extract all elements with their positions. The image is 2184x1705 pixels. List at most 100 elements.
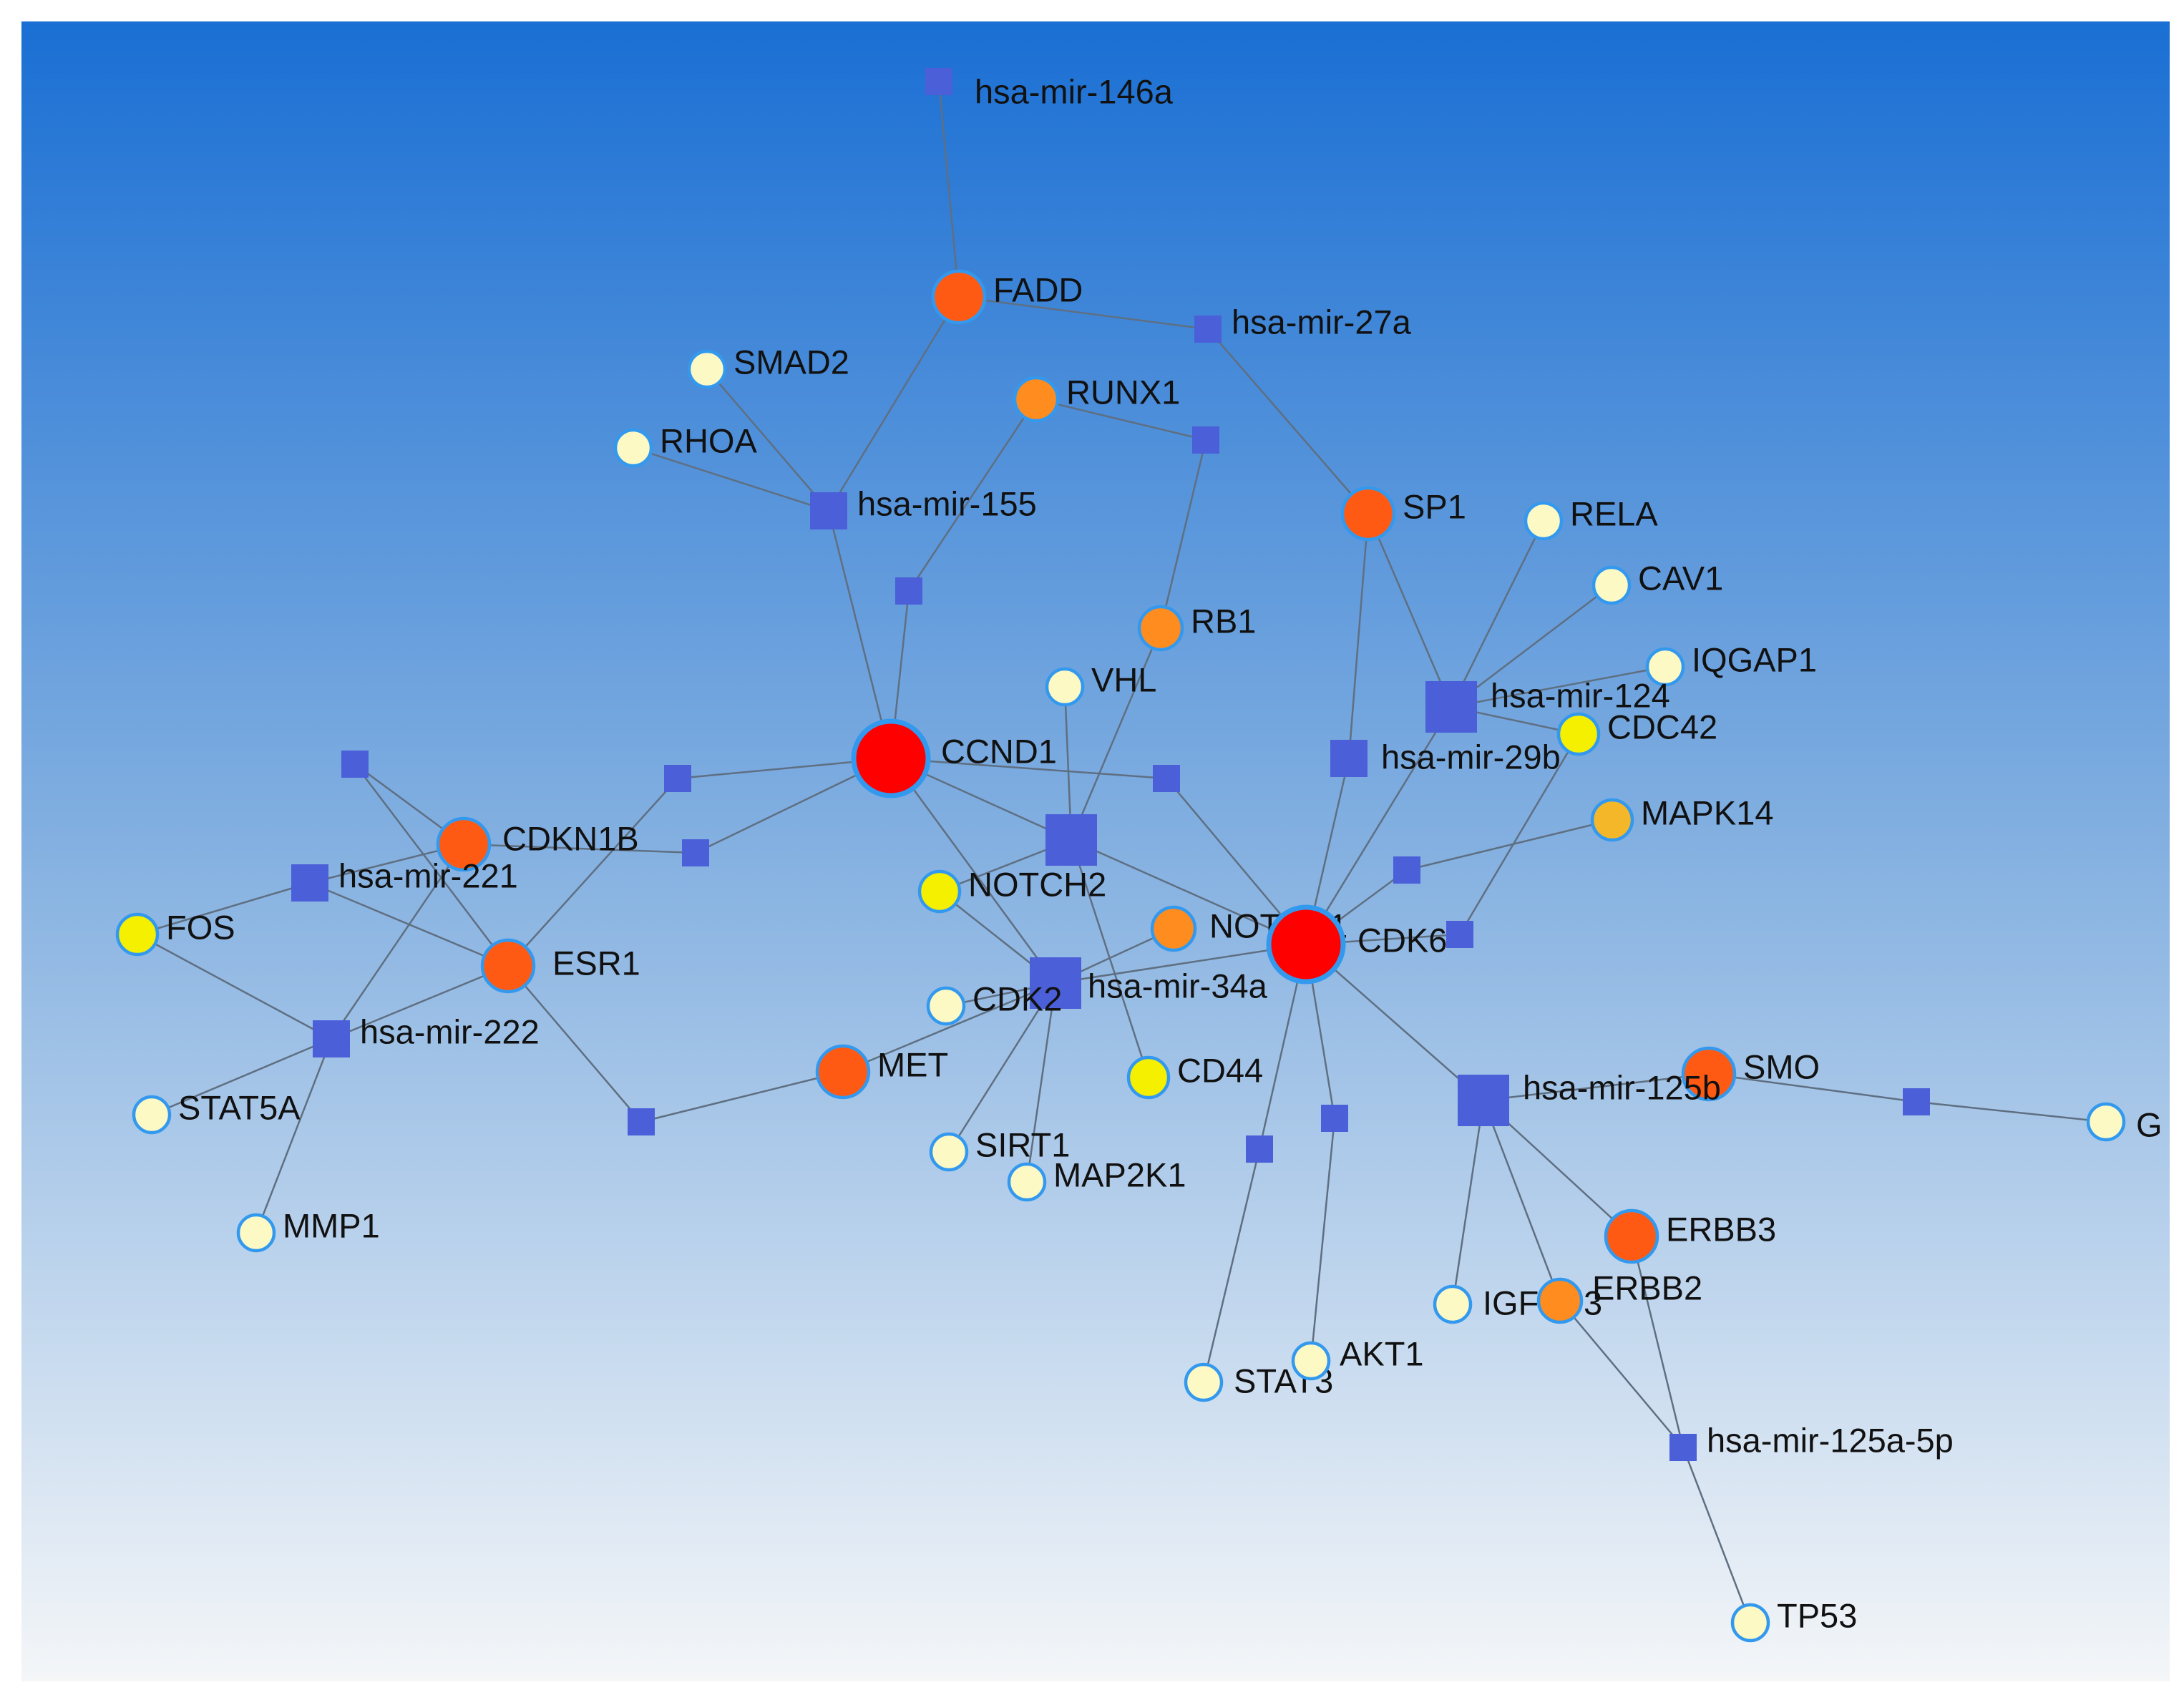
- node-mapk14[interactable]: MAPK14: [1590, 793, 1773, 842]
- mirna-node-marker[interactable]: [313, 1020, 350, 1057]
- node-m-ccnd1-esr1[interactable]: [664, 765, 691, 792]
- node-fadd[interactable]: FADD: [931, 269, 1083, 325]
- node-g[interactable]: G: [2086, 1102, 2163, 1143]
- node-iqgap1[interactable]: IQGAP1: [1645, 640, 1817, 687]
- gene-node-marker[interactable]: [1556, 712, 1601, 756]
- node-smad2[interactable]: SMAD2: [687, 343, 849, 389]
- node-sirt1[interactable]: SIRT1: [929, 1125, 1070, 1172]
- node-sp1[interactable]: SP1: [1340, 486, 1466, 542]
- node-rb1[interactable]: RB1: [1137, 602, 1256, 652]
- node-m-ccnd1-runx1[interactable]: [895, 577, 922, 605]
- node-m-smo-g[interactable]: [1903, 1088, 1930, 1115]
- node-runx1[interactable]: RUNX1: [1013, 373, 1180, 423]
- node-hsa-mir-124[interactable]: hsa-mir-124: [1425, 676, 1670, 733]
- gene-node-marker[interactable]: [1730, 1603, 1770, 1643]
- node-hsa-mir-222[interactable]: hsa-mir-222: [313, 1012, 540, 1057]
- node-m-runx1-rb1[interactable]: [1192, 426, 1219, 454]
- node-met[interactable]: MET: [815, 1044, 948, 1100]
- node-hsa-mir-27a[interactable]: hsa-mir-27a: [1194, 303, 1412, 343]
- gene-node-marker[interactable]: [613, 428, 653, 468]
- mirna-node-marker[interactable]: [1903, 1088, 1930, 1115]
- mirna-node-marker[interactable]: [1045, 814, 1097, 866]
- mirna-node-marker[interactable]: [1153, 765, 1180, 792]
- mirna-node-marker[interactable]: [1393, 856, 1420, 884]
- gene-node-marker[interactable]: [1645, 647, 1685, 687]
- gene-node-marker[interactable]: [2086, 1102, 2126, 1142]
- gene-node-marker[interactable]: [1007, 1162, 1047, 1202]
- node-mmp1[interactable]: MMP1: [236, 1206, 380, 1253]
- node-m-cdkn1b-left[interactable]: [341, 751, 369, 778]
- gene-node-marker[interactable]: [1604, 1208, 1659, 1264]
- node-m-cdk6-stat3[interactable]: [1246, 1135, 1273, 1163]
- node-cav1[interactable]: CAV1: [1591, 559, 1723, 605]
- node-cd44[interactable]: CD44: [1126, 1051, 1263, 1100]
- mirna-node-marker[interactable]: [810, 492, 847, 529]
- gene-node-marker[interactable]: [1137, 605, 1184, 652]
- mirna-node-marker[interactable]: [1030, 957, 1081, 1009]
- gene-node-marker[interactable]: [1536, 1277, 1584, 1324]
- node-fos[interactable]: FOS: [115, 908, 235, 957]
- gene-node-marker[interactable]: [480, 938, 536, 994]
- gene-node-marker[interactable]: [1591, 565, 1632, 605]
- gene-node-marker[interactable]: [1150, 905, 1197, 952]
- gene-node-marker[interactable]: [815, 1044, 871, 1100]
- node-hsa-mir-125b[interactable]: hsa-mir-125b: [1458, 1068, 1721, 1126]
- mirna-node-marker[interactable]: [1192, 426, 1219, 454]
- gene-node-marker[interactable]: [926, 986, 966, 1026]
- node-stat5a[interactable]: STAT5A: [132, 1088, 301, 1135]
- gene-node-marker[interactable]: [132, 1095, 172, 1135]
- node-ccnd1[interactable]: CCND1: [851, 718, 1057, 798]
- gene-node-marker[interactable]: [115, 912, 160, 957]
- gene-node-marker[interactable]: [1524, 501, 1564, 541]
- node-tp53[interactable]: TP53: [1730, 1596, 1857, 1643]
- gene-node-marker[interactable]: [1433, 1284, 1473, 1324]
- node-hsa-mir-34a[interactable]: hsa-mir-34a: [1030, 957, 1268, 1009]
- node-rhoa[interactable]: RHOA: [613, 421, 757, 468]
- mirna-node-marker[interactable]: [341, 751, 369, 778]
- mirna-node-marker[interactable]: [895, 577, 922, 605]
- node-m-cdk6-akt1[interactable]: [1321, 1105, 1348, 1132]
- gene-node-marker[interactable]: [1590, 798, 1634, 842]
- node-hsa-mir-125a-5p[interactable]: hsa-mir-125a-5p: [1669, 1421, 1954, 1461]
- mirna-node-marker[interactable]: [1246, 1135, 1273, 1163]
- node-cdk6[interactable]: CDK6: [1266, 904, 1447, 985]
- node-vhl[interactable]: VHL: [1045, 660, 1156, 707]
- node-rela[interactable]: RELA: [1524, 494, 1658, 541]
- mirna-node-marker[interactable]: [1321, 1105, 1348, 1132]
- gene-node-marker[interactable]: [1681, 1046, 1737, 1102]
- node-map2k1[interactable]: MAP2K1: [1007, 1156, 1186, 1202]
- node-hsa-mir-146a[interactable]: hsa-mir-146a: [925, 68, 1174, 110]
- node-m-cdk6-cdc42[interactable]: [1446, 921, 1473, 948]
- node-esr1[interactable]: ESR1: [480, 938, 640, 994]
- gene-node-marker[interactable]: [931, 269, 987, 325]
- node-cdkn1b[interactable]: CDKN1B: [436, 816, 639, 872]
- node-m-esr1-met[interactable]: [628, 1108, 655, 1135]
- mirna-node-marker[interactable]: [291, 864, 328, 902]
- node-erbb2[interactable]: ERBB2: [1536, 1269, 1702, 1324]
- node-hsa-mir-34a-hub[interactable]: [1045, 814, 1097, 866]
- gene-node-marker[interactable]: [1013, 376, 1060, 423]
- mirna-node-marker[interactable]: [1425, 681, 1477, 733]
- mirna-node-marker[interactable]: [682, 839, 709, 866]
- mirna-node-marker[interactable]: [1194, 316, 1222, 343]
- node-hsa-mir-155[interactable]: hsa-mir-155: [810, 484, 1037, 529]
- gene-node-marker[interactable]: [1340, 486, 1396, 542]
- mirna-node-marker[interactable]: [628, 1108, 655, 1135]
- node-m-ccnd1-cdk6[interactable]: [1153, 765, 1180, 792]
- mirna-node-marker[interactable]: [1330, 740, 1368, 777]
- gene-node-marker[interactable]: [436, 816, 492, 872]
- gene-node-marker[interactable]: [1266, 904, 1346, 985]
- gene-node-marker[interactable]: [917, 869, 962, 914]
- mirna-node-marker[interactable]: [1669, 1434, 1697, 1461]
- mirna-node-marker[interactable]: [1446, 921, 1473, 948]
- node-smo[interactable]: SMO: [1681, 1046, 1820, 1102]
- node-erbb3[interactable]: ERBB3: [1604, 1208, 1776, 1264]
- gene-node-marker[interactable]: [1291, 1341, 1331, 1381]
- mirna-node-marker[interactable]: [1458, 1075, 1509, 1126]
- gene-node-marker[interactable]: [1045, 667, 1085, 707]
- node-m-ccnd1-cdkn1b[interactable]: [682, 839, 709, 866]
- node-cdk2[interactable]: CDK2: [926, 979, 1062, 1026]
- node-akt1[interactable]: AKT1: [1291, 1334, 1424, 1381]
- mirna-node-marker[interactable]: [664, 765, 691, 792]
- node-hsa-mir-221[interactable]: hsa-mir-221: [291, 856, 518, 902]
